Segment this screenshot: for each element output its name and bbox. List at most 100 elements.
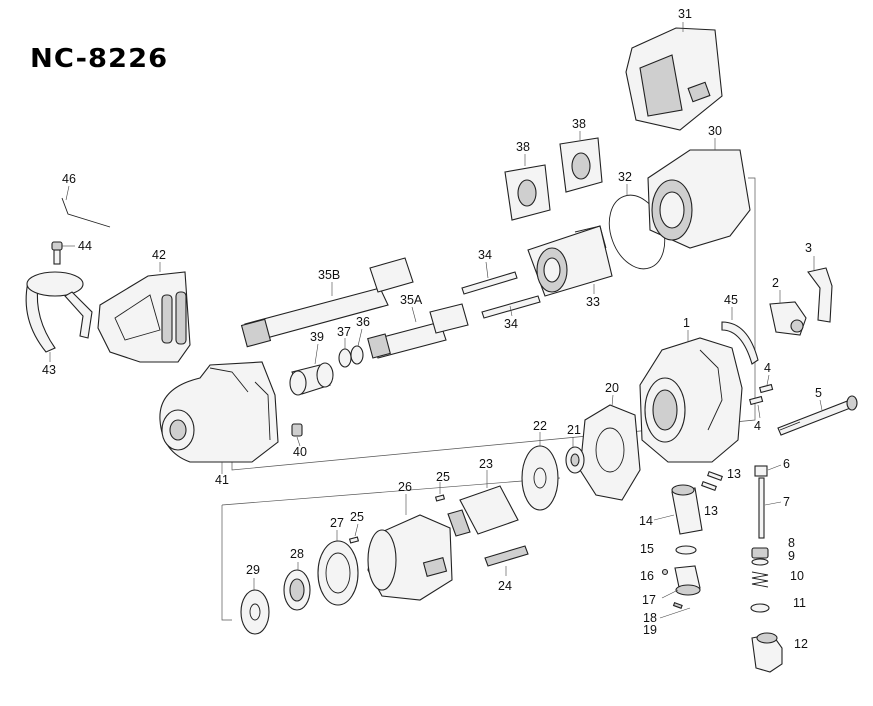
label-27: 27 — [330, 516, 344, 530]
label-23: 23 — [479, 457, 493, 471]
label-13a: 13 — [727, 467, 741, 481]
part-15-ring — [675, 545, 697, 555]
label-1: 1 — [683, 316, 690, 330]
part-31-protective-boot — [625, 22, 723, 131]
label-33: 33 — [586, 295, 600, 309]
label-44: 44 — [78, 239, 92, 253]
part-22-front-plate — [521, 432, 559, 511]
label-38a: 38 — [516, 140, 530, 154]
part-28-bearing — [283, 562, 311, 611]
label-3: 3 — [805, 241, 812, 255]
part-25-pin-upper — [434, 482, 446, 502]
part-11-washer — [750, 603, 770, 613]
label-19: 19 — [643, 623, 657, 637]
label-30: 30 — [708, 124, 722, 138]
label-14: 14 — [639, 514, 653, 528]
part-6-valve-seat — [754, 464, 782, 477]
part-26-cylinder — [367, 494, 453, 601]
part-8-valve — [751, 547, 769, 559]
label-6: 6 — [783, 457, 790, 471]
label-20: 20 — [605, 381, 619, 395]
part-20-rear-end-plate — [579, 394, 641, 501]
part-33-hammer-cage — [527, 225, 613, 297]
label-7: 7 — [783, 495, 790, 509]
label-2: 2 — [772, 276, 779, 290]
label-17: 17 — [642, 593, 656, 607]
model-title: NC-8226 — [30, 44, 169, 74]
part-1-main-housing — [639, 330, 743, 463]
label-8: 8 — [788, 536, 795, 550]
label-16: 16 — [640, 569, 654, 583]
part-29-washer — [240, 578, 270, 635]
label-42: 42 — [152, 248, 166, 262]
part-35a-anvil — [367, 303, 469, 359]
part-24-rotor-blade — [484, 545, 529, 576]
part-34-pin-upper — [461, 261, 518, 295]
part-46-hex-key — [61, 185, 111, 228]
label-18: 18 — [643, 611, 657, 625]
label-10: 10 — [790, 569, 804, 583]
part-36-ring — [350, 328, 364, 365]
part-16-ball — [661, 568, 669, 576]
label-25b: 25 — [350, 510, 364, 524]
part-9-o-ring — [751, 558, 769, 566]
part-44-screw — [51, 241, 75, 265]
label-38b: 38 — [572, 117, 586, 131]
label-31: 31 — [678, 7, 692, 21]
label-32: 32 — [618, 170, 632, 184]
label-37: 37 — [337, 325, 351, 339]
part-14-throttle-valve — [653, 484, 703, 535]
label-34b: 34 — [504, 317, 518, 331]
part-2-reverse-switch — [769, 290, 807, 336]
part-43-strap-clamp — [25, 271, 93, 362]
label-5: 5 — [815, 386, 822, 400]
label-43: 43 — [42, 363, 56, 377]
part-19-pin — [659, 607, 691, 619]
label-29: 29 — [246, 563, 260, 577]
label-21: 21 — [567, 423, 581, 437]
part-17-bushing — [661, 565, 701, 599]
part-38-hammer-left — [504, 154, 551, 221]
label-4a: 4 — [764, 361, 771, 375]
label-13b: 13 — [704, 504, 718, 518]
part-3-lever — [807, 256, 833, 323]
part-34-pin-lower — [481, 295, 541, 319]
label-11: 11 — [793, 596, 806, 610]
label-39: 39 — [310, 330, 324, 344]
label-26: 26 — [398, 480, 412, 494]
part-42-side-handle — [97, 262, 191, 363]
label-15: 15 — [640, 542, 654, 556]
label-22: 22 — [533, 419, 547, 433]
part-4-pin-upper — [759, 374, 774, 394]
label-35b: 35B — [318, 268, 340, 282]
label-34a: 34 — [478, 248, 492, 262]
label-12: 12 — [794, 637, 808, 651]
label-45: 45 — [724, 293, 738, 307]
part-45-seal — [721, 307, 759, 365]
part-35b-anvil — [240, 257, 414, 348]
part-37-o-ring — [338, 338, 352, 368]
part-30-hammer-case — [647, 138, 751, 249]
label-40: 40 — [293, 445, 307, 459]
label-41: 41 — [215, 473, 229, 487]
part-38-hammer-right — [559, 131, 603, 193]
part-10-spring — [751, 571, 769, 588]
part-7-valve-stem — [758, 477, 782, 539]
label-25a: 25 — [436, 470, 450, 484]
label-4b: 4 — [754, 419, 761, 433]
label-24: 24 — [498, 579, 512, 593]
label-28: 28 — [290, 547, 304, 561]
part-27-front-plate — [317, 530, 359, 606]
label-9: 9 — [788, 549, 795, 563]
part-13-pin-upper — [707, 471, 723, 481]
label-36: 36 — [356, 315, 370, 329]
part-41-front-housing — [159, 361, 279, 474]
label-46: 46 — [62, 172, 76, 186]
part-25-pin-lower — [348, 523, 360, 544]
part-39-bushing — [289, 343, 334, 396]
part-13-pin-lower — [701, 481, 717, 491]
part-5-tie-bolt — [777, 395, 858, 436]
label-35a: 35A — [400, 293, 423, 307]
